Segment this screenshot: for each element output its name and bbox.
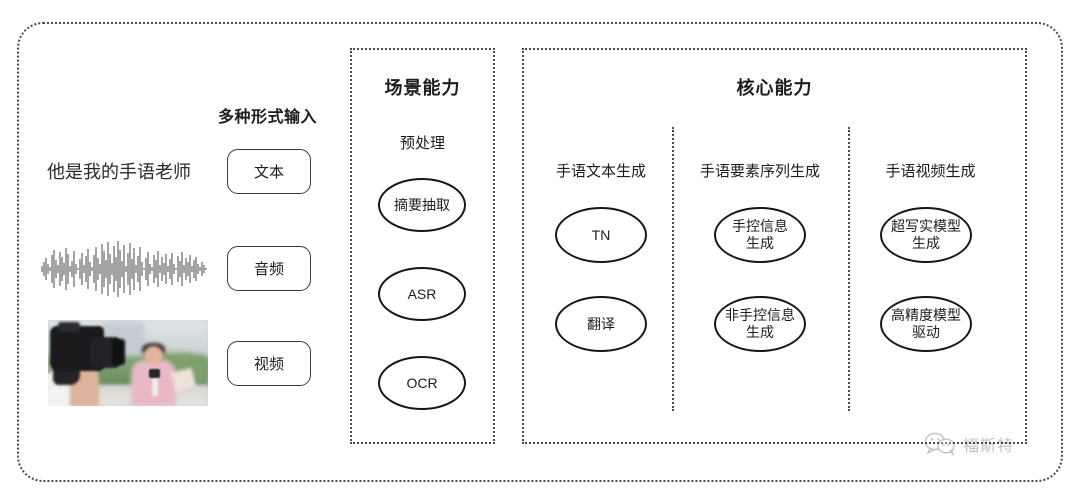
core-column-header-text-generation: 手语文本生成 [555,163,646,180]
video-thumbnail-image [48,320,208,406]
core-column-header-element-sequence-generation: 手语要素序列生成 [699,163,820,180]
core-column-header-video-generation: 手语视频生成 [885,163,976,180]
wechat-icon [924,432,955,456]
core-column-divider-1 [672,127,674,411]
modality-pill-text[interactable]: 文本 [227,149,311,194]
core-node-manual-info-generation[interactable]: 手控信息生成 [714,207,806,263]
scene-panel-subtitle: 预处理 [399,135,445,152]
core-column-divider-2 [848,127,850,411]
sample-text-input: 他是我的手语老师 [47,162,191,182]
core-node-non-manual-info-generation[interactable]: 非手控信息生成 [714,296,806,352]
audio-waveform-icon [41,241,207,297]
scene-capability-panel: 场景能力 预处理 [350,48,495,444]
watermark-text: 福斯特 [963,438,1015,455]
input-section-heading: 多种形式输入 [218,109,318,126]
core-node-high-precision-model-driving[interactable]: 高精度模型驱动 [880,296,972,352]
core-node-tn[interactable]: TN [555,207,647,263]
modality-pill-video[interactable]: 视频 [227,341,311,386]
core-node-translation[interactable]: 翻译 [555,296,647,352]
scene-node-asr[interactable]: ASR [378,267,466,321]
scene-node-ocr[interactable]: OCR [378,356,466,410]
core-node-photorealistic-model-generation[interactable]: 超写实模型生成 [880,207,972,263]
core-capability-panel: 核心能力 [522,48,1027,444]
watermark: 福斯特 [924,432,1014,456]
core-panel-title: 核心能力 [736,78,813,98]
scene-panel-title: 场景能力 [384,78,461,98]
scene-node-summary-extraction[interactable]: 摘要抽取 [378,178,466,232]
outer-frame [17,22,1063,482]
modality-pill-audio[interactable]: 音频 [227,246,311,291]
